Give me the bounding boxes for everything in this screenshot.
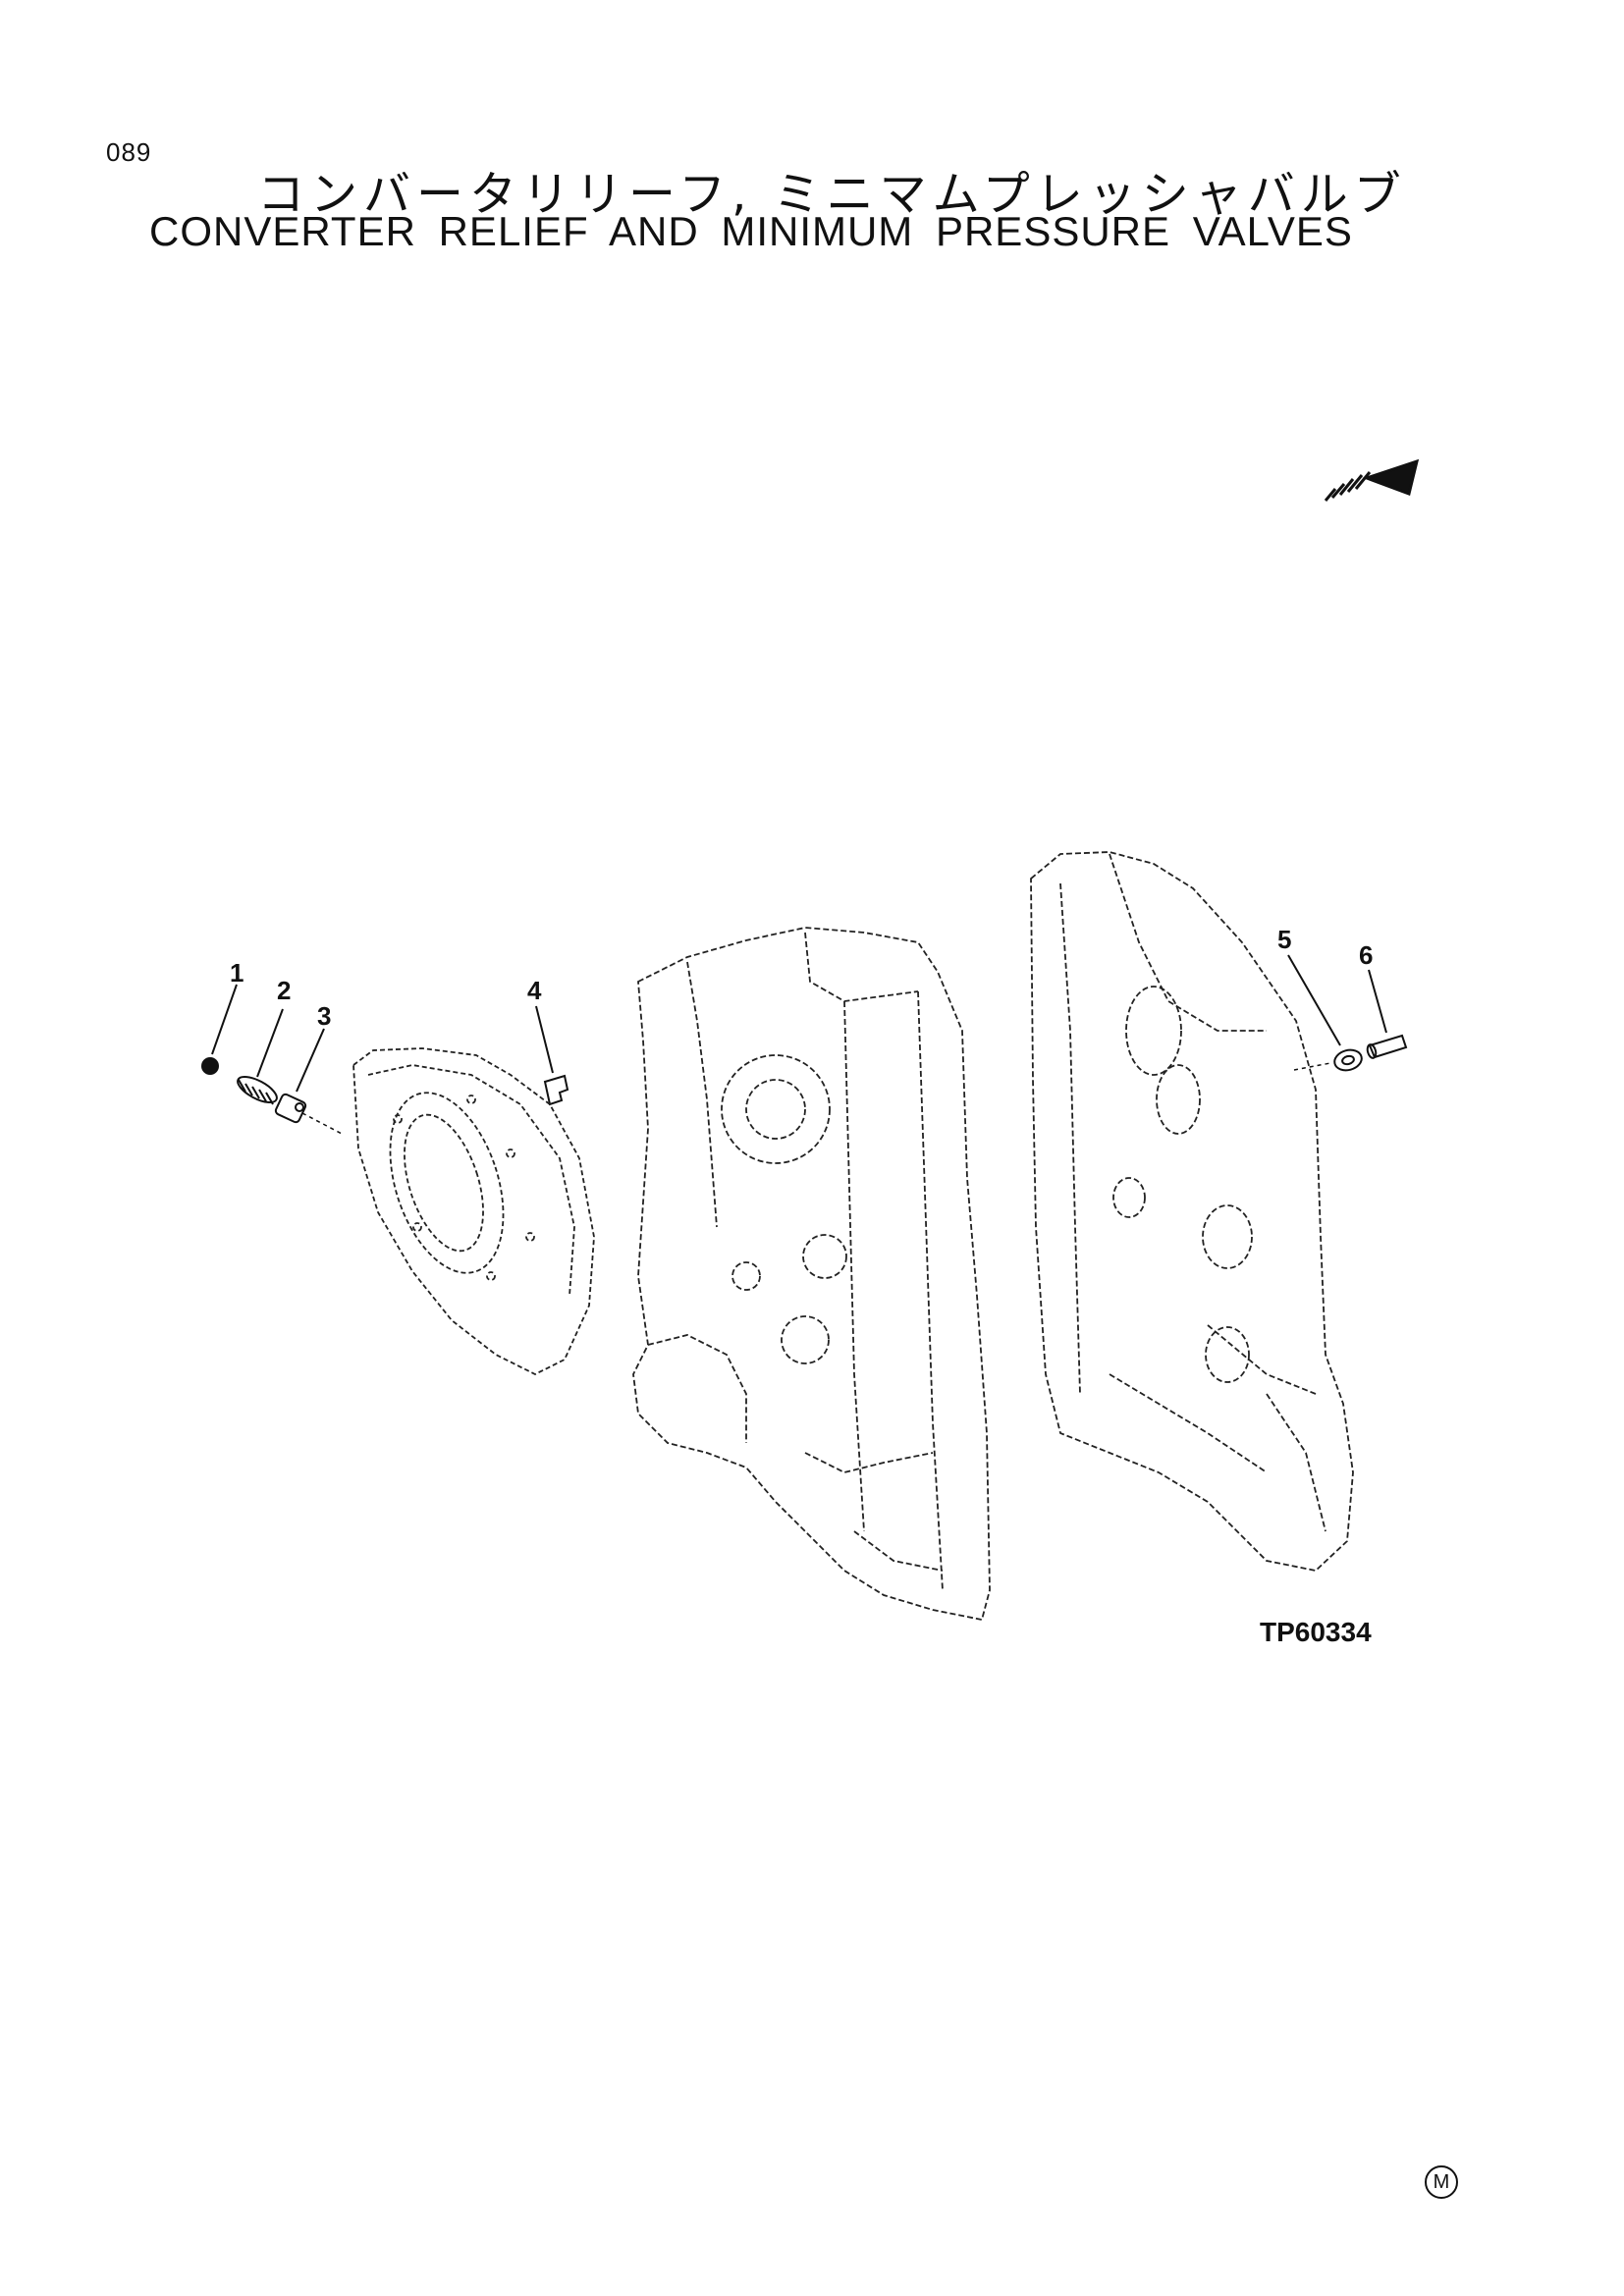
title-japanese: コンバータリリーフ, ミニマムプレッシャバルブ — [257, 167, 1407, 222]
corner-circled-mark: M — [1425, 2165, 1458, 2199]
part-ring — [1333, 1048, 1363, 1072]
part-plug — [1366, 1034, 1408, 1059]
part-spring — [237, 1075, 278, 1105]
cover-housing — [352, 1047, 595, 1376]
page-number: 089 — [106, 137, 152, 167]
transmission-housing — [632, 927, 991, 1622]
part-sleeve — [274, 1093, 307, 1124]
figure-code: TP60334 — [1260, 1617, 1372, 1647]
front-direction-arrow-icon — [1324, 458, 1420, 502]
callout-3: 3 — [317, 1001, 331, 1031]
title-english: CONVERTER RELIEF AND MINIMUM PRESSURE VA… — [149, 208, 1353, 254]
callout-2: 2 — [277, 976, 291, 1005]
callout-1: 1 — [230, 958, 244, 988]
callout-4: 4 — [527, 976, 542, 1005]
callout-leaders — [211, 954, 1387, 1093]
callout-6: 6 — [1359, 940, 1373, 970]
part-ball — [201, 1057, 219, 1075]
part-pin — [543, 1074, 569, 1106]
rear-cover-housing — [1030, 851, 1354, 1572]
callout-5: 5 — [1277, 925, 1291, 954]
